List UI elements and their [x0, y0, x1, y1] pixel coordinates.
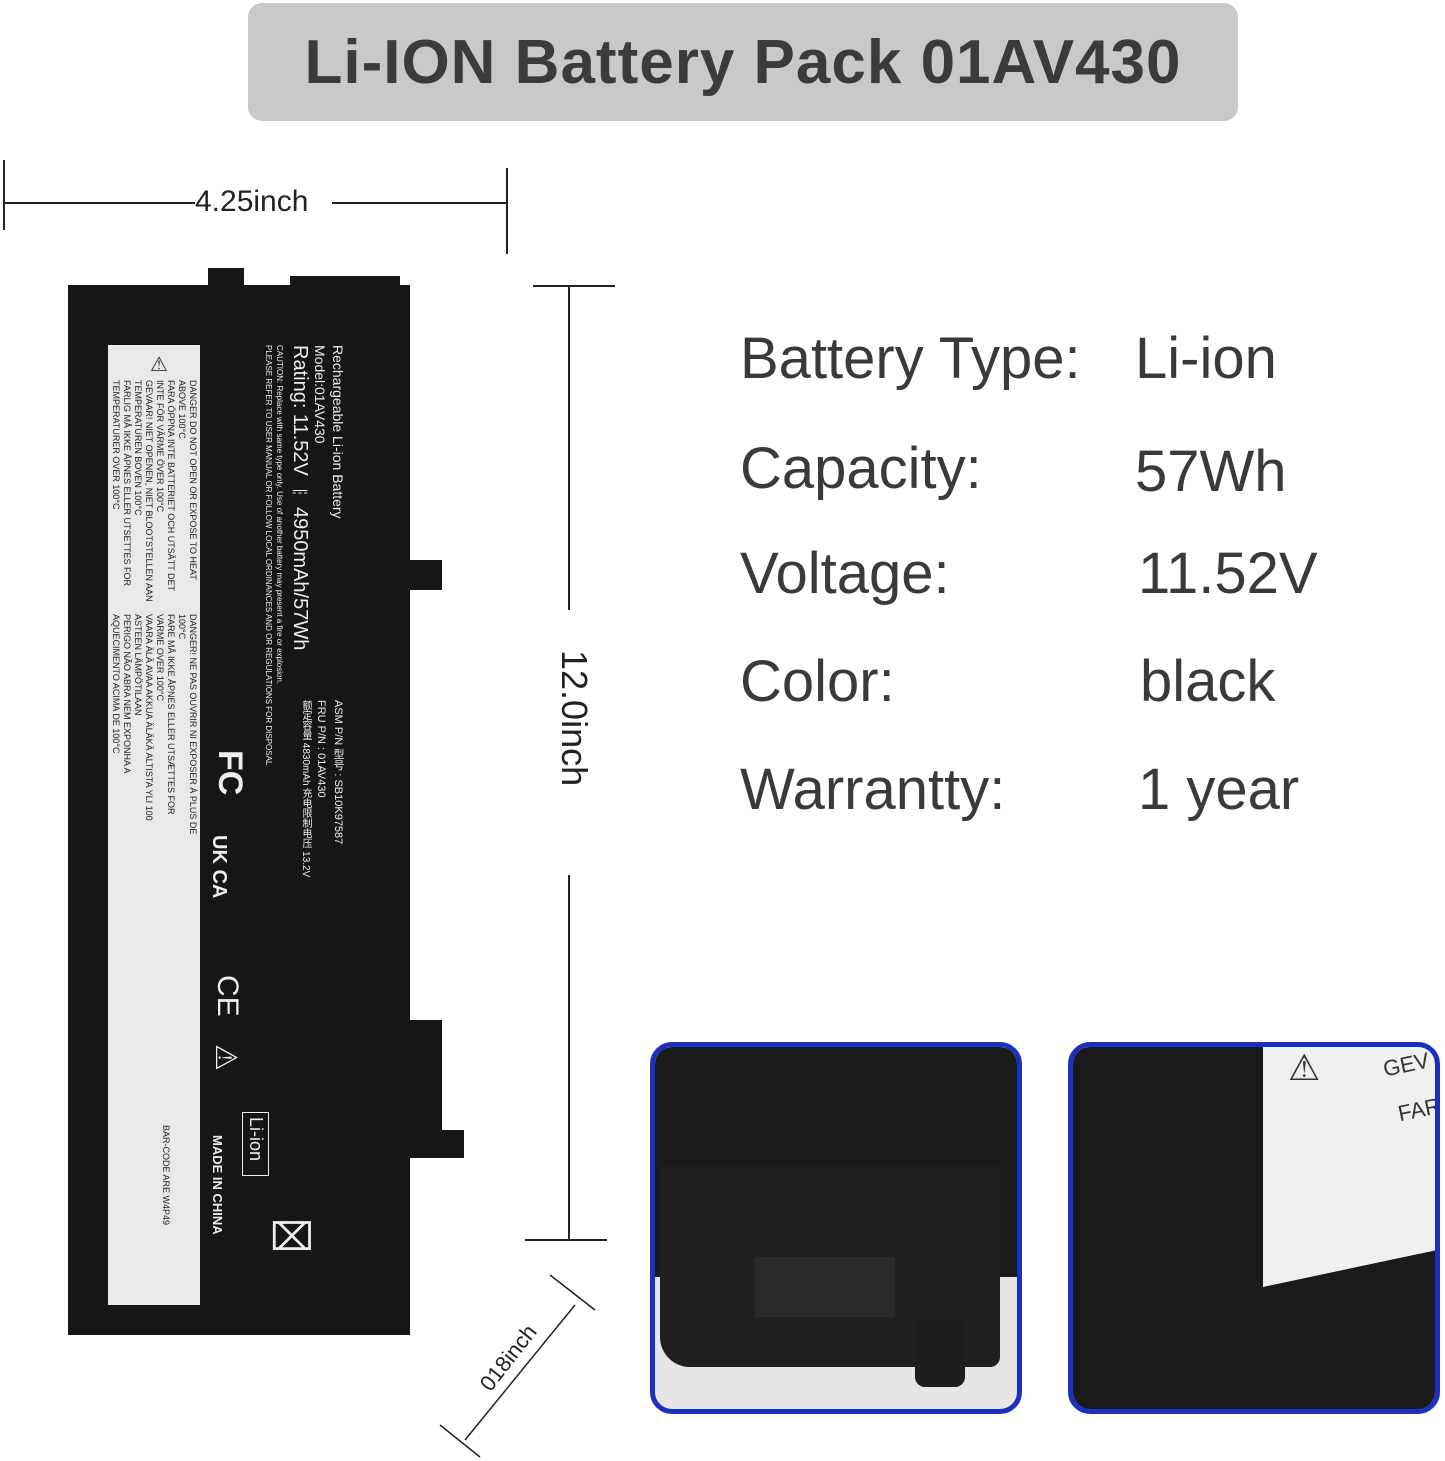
- battery-tab: [408, 1130, 464, 1158]
- warning-text: PERIGO NÃO ABRA NEM EXPONHA A AQUECIMENT…: [111, 614, 132, 774]
- spec-label: Warrantty:: [740, 757, 1006, 822]
- height-tick-top: [533, 285, 615, 287]
- height-tick-bottom: [525, 1239, 607, 1241]
- spec-label: Battery Type:: [740, 326, 1081, 391]
- spec-value: 57Wh: [1135, 439, 1287, 504]
- connector-detail-photo: [650, 1042, 1022, 1414]
- warning-text: FARE MÅ IKKE ÅPNES ELLER UTSÆTTES FOR VA…: [155, 614, 176, 815]
- warning-triangle-icon: ⚠: [1288, 1047, 1321, 1088]
- barcode-text: BAR-CODE ARE W4P49: [161, 1125, 171, 1226]
- width-tick-left: [3, 160, 5, 230]
- height-label: 12.0inch: [553, 610, 595, 875]
- battery-tab: [290, 276, 400, 288]
- warning-group: DANGER DO NOT OPEN OR EXPOSE TO HEAT ABO…: [110, 380, 198, 605]
- width-label: 4.25inch: [195, 185, 333, 219]
- spec-value: Li-ion: [1135, 326, 1277, 391]
- warning-group: DANGER! NE PAS OUVRIR NI EXPOSER À PLUS …: [110, 614, 198, 839]
- rated-capacity: 额定容量 4830mAh 充电限制电压 13.2V: [300, 700, 311, 878]
- warning-text: VAARA ÄLÄ AVAA AKKUA ÄLÄKÄ ALTISTA YLI 1…: [133, 614, 154, 821]
- caution-text: CAUTION: Replace with same type only. Us…: [275, 345, 284, 685]
- battery-model: Model:01AV430: [312, 345, 328, 444]
- spec-value: black: [1140, 649, 1276, 714]
- ce-mark: CE: [211, 975, 244, 1017]
- title: Li-ION Battery Pack 01AV430: [304, 27, 1182, 97]
- spec-label: Voltage:: [740, 541, 950, 606]
- corner-detail-photo: GEV FAR ⚠: [1068, 1042, 1440, 1414]
- asm-pn: ASM P/N 型号 : SB10K97587: [332, 700, 344, 845]
- spec-value: 1 year: [1138, 757, 1300, 822]
- battery-tab: [408, 1020, 442, 1150]
- title-banner: Li-ION Battery Pack 01AV430: [248, 3, 1238, 121]
- li-ion-recycle-mark: Li-ion: [242, 1112, 269, 1176]
- warning-text: FARA ÖPPNA INTE BATTERIET OCH UTSÄTT DET…: [155, 380, 176, 591]
- warning-text: DANGER! NE PAS OUVRIR NI EXPOSER À PLUS …: [177, 614, 198, 835]
- crossed-bin-icon: ⌧: [270, 1217, 314, 1259]
- warning-triangle-icon: ⚠: [150, 354, 168, 376]
- spec-label: Capacity:: [740, 436, 982, 501]
- warning-text: FARLIG MÅ IKKE ÅPNES ELLER UTSETTES FOR …: [111, 380, 132, 587]
- disposal-text: PLEASE REFER TO USER MANUAL OR FOLLOW LO…: [264, 345, 273, 766]
- warning-label: [108, 345, 200, 1305]
- made-in-china: MADE IN CHINA: [210, 1135, 225, 1235]
- warning-text: DANGER DO NOT OPEN OR EXPOSE TO HEAT ABO…: [177, 380, 198, 580]
- spec-value: 11.52V: [1138, 541, 1318, 606]
- battery-tab: [208, 268, 244, 288]
- battery-name: Rechargeable Li-ion Battery: [330, 345, 346, 519]
- battery-tab: [408, 560, 442, 590]
- thickness-dimension: [439, 1274, 596, 1458]
- warning-text: GEVAAR! NIET OPENEN, NIET BLOOTSTELLEN A…: [133, 380, 154, 602]
- fru-pn: FRU P/N : 01AV430: [315, 700, 327, 798]
- battery-rating: Rating: 11.52V ⎓ 4950mAh/57Wh: [289, 345, 311, 651]
- fcc-mark: FC: [211, 750, 249, 796]
- width-tick-right: [506, 168, 508, 254]
- ukca-mark: UK CA: [208, 835, 230, 899]
- warning-triangle-icon: ⚠: [208, 1044, 242, 1071]
- spec-label: Color:: [740, 649, 895, 714]
